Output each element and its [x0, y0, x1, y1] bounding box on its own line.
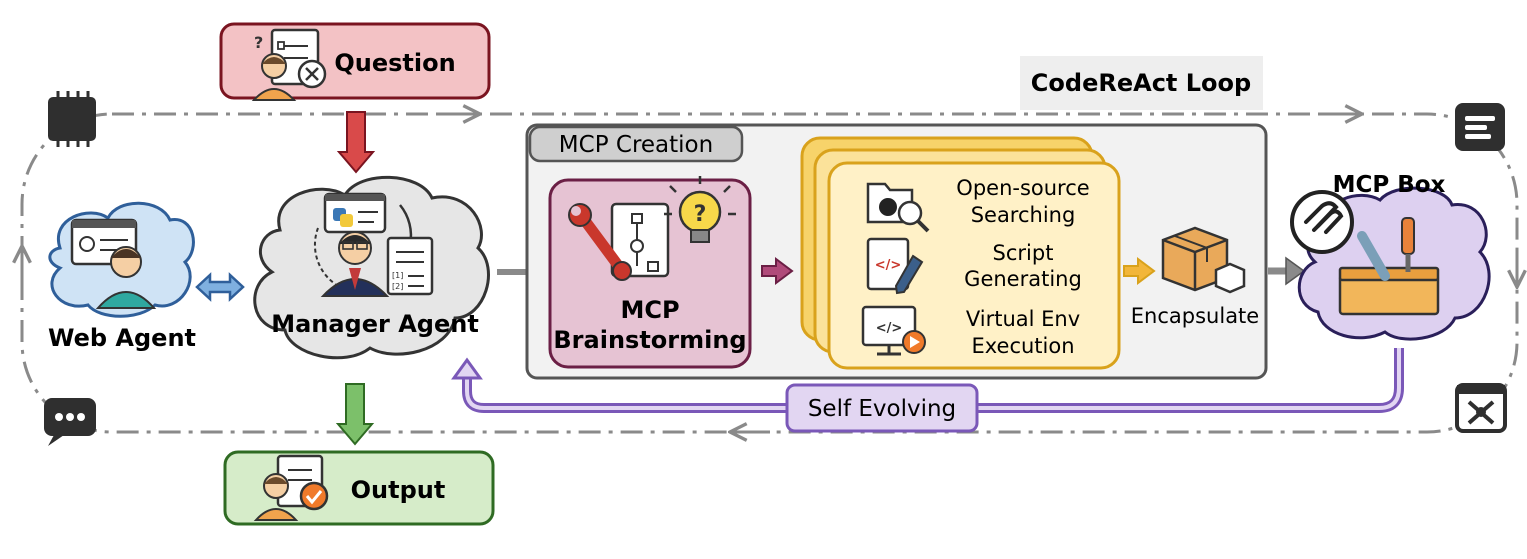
list-marker-2: [2] — [392, 282, 403, 291]
chip-icon — [48, 91, 96, 147]
question-mark-glyph: ? — [254, 33, 263, 52]
step-1-line1: Open-source — [956, 176, 1089, 200]
step-1-line2: Searching — [971, 203, 1076, 227]
confused-person-icon: ? — [251, 28, 327, 101]
creation-to-box-arrowhead — [1285, 256, 1306, 286]
manager-to-output-arrow — [335, 383, 375, 446]
mcp-creation-label: MCP Creation — [559, 132, 713, 158]
manager-agent-cloud — [253, 175, 490, 360]
self-evolving-arrowhead — [451, 357, 483, 380]
manager-agent-label: Manager Agent — [271, 310, 479, 338]
monitor-play-icon: </> — [861, 305, 926, 356]
loop-label-bg — [1020, 56, 1263, 110]
encapsulate-label: Encapsulate — [1131, 304, 1259, 328]
brainstorming-line2: Brainstorming — [553, 326, 746, 354]
question-label: Question — [334, 49, 455, 77]
step-3-line2: Execution — [971, 334, 1074, 358]
toolbox-icon — [1338, 217, 1440, 316]
code-file-icon: </> — [866, 237, 924, 295]
brainstorm-wrench-icon — [568, 202, 670, 281]
mcp-box-label: MCP Box — [1333, 172, 1446, 198]
mcp-logo-icon — [1290, 190, 1354, 254]
github-search-icon — [866, 182, 930, 233]
step-2-line1: Script — [993, 241, 1054, 265]
self-evolving-label: Self Evolving — [808, 396, 956, 422]
steps-to-encapsulate-arrow — [1123, 257, 1156, 285]
step-3-line1: Virtual Env — [966, 307, 1080, 331]
list-marker-1: [1] — [392, 271, 403, 280]
bulb-question-glyph: ? — [694, 202, 707, 227]
output-label: Output — [351, 476, 446, 504]
loop-label: CodeReAct Loop — [1031, 69, 1251, 97]
chat-bubble-icon — [44, 398, 96, 446]
code-file-glyph: </> — [875, 258, 902, 273]
manager-agent-avatar: [1] [2] — [313, 192, 434, 297]
web-manager-double-arrow — [195, 272, 245, 302]
step-2-line2: Generating — [964, 267, 1082, 291]
share-nodes-icon — [1455, 383, 1507, 433]
question-to-manager-arrow — [336, 111, 376, 174]
package-box-icon — [1161, 226, 1246, 294]
brainstorm-to-steps-arrow — [761, 257, 794, 285]
happy-person-icon — [253, 454, 329, 521]
lightbulb-icon: ? — [664, 176, 736, 243]
web-agent-label: Web Agent — [48, 324, 196, 352]
mcp-creation-tab — [528, 125, 744, 163]
web-agent-avatar — [70, 218, 157, 309]
brainstorming-line1: MCP — [620, 296, 679, 324]
monitor-code-glyph: </> — [876, 321, 903, 336]
self-evolving-box — [785, 383, 979, 433]
document-lines-icon — [1455, 103, 1505, 151]
